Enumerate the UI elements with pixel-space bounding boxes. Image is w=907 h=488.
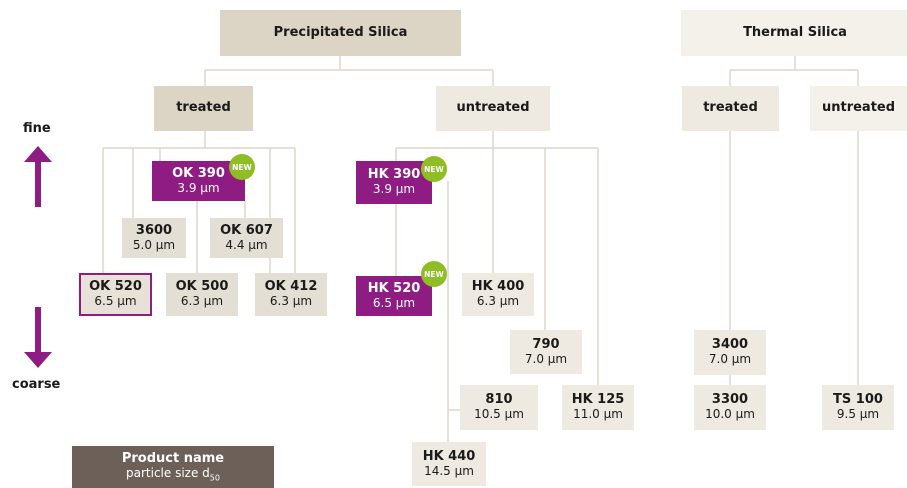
precipitated-untreated-header: untreated	[436, 86, 550, 131]
product-size: 4.4 µm	[225, 237, 268, 252]
product-name: HK 400	[471, 279, 525, 295]
product-name: OK 520	[89, 279, 142, 295]
product-name: OK 390	[172, 165, 225, 181]
fine-label: fine	[23, 121, 51, 136]
legend-product-name: Product name	[121, 450, 225, 466]
legend-particle-size: particle size d50	[126, 465, 220, 483]
product-3300: 3300 10.0 µm	[694, 385, 766, 430]
product-790: 790 7.0 µm	[510, 330, 582, 374]
product-hk400: HK 400 6.3 µm	[462, 273, 534, 316]
product-name: 3400	[711, 337, 749, 353]
product-ok500: OK 500 6.3 µm	[166, 273, 238, 316]
thermal-treated-header: treated	[682, 86, 779, 131]
new-badge: NEW	[421, 156, 447, 182]
product-size: 6.3 µm	[476, 294, 520, 309]
product-name: OK 607	[220, 222, 273, 238]
product-name: TS 100	[833, 392, 883, 408]
product-name: HK 125	[571, 392, 625, 408]
product-size: 14.5 µm	[424, 463, 474, 478]
product-name: HK 520	[367, 280, 421, 296]
product-810: 810 10.5 µm	[460, 385, 538, 430]
direction-arrows	[24, 146, 52, 368]
product-ts100: TS 100 9.5 µm	[822, 385, 894, 430]
product-ok520: OK 520 6.5 µm	[79, 273, 152, 316]
product-size: 6.3 µm	[269, 294, 313, 309]
product-name: HK 440	[422, 448, 476, 464]
product-3600: 3600 5.0 µm	[122, 218, 186, 258]
product-name: 810	[485, 392, 513, 408]
product-size: 7.0 µm	[524, 351, 568, 366]
product-size: 10.5 µm	[474, 407, 524, 422]
product-size: 10.0 µm	[705, 407, 755, 422]
legend-box: Product name particle size d50	[72, 446, 274, 488]
product-hk440: HK 440 14.5 µm	[412, 442, 486, 486]
thermal-untreated-header: untreated	[810, 86, 907, 131]
product-hk520: HK 520 6.5 µm	[356, 276, 432, 316]
product-size: 6.5 µm	[372, 295, 416, 310]
coarse-label: coarse	[12, 377, 61, 392]
product-size: 5.0 µm	[132, 237, 176, 252]
precipitated-silica-header: Precipitated Silica	[220, 10, 461, 56]
product-ok607: OK 607 4.4 µm	[210, 218, 283, 258]
product-size: 3.9 µm	[372, 182, 416, 197]
product-3400: 3400 7.0 µm	[694, 330, 766, 375]
product-size: 3.9 µm	[177, 180, 220, 195]
thermal-silica-header: Thermal Silica	[681, 10, 907, 56]
product-size: 6.3 µm	[180, 294, 224, 309]
product-hk390: HK 390 3.9 µm	[356, 161, 432, 204]
product-name: OK 412	[264, 279, 318, 295]
product-ok412: OK 412 6.3 µm	[255, 273, 327, 316]
product-name: HK 390	[367, 167, 421, 183]
product-size: 11.0 µm	[573, 407, 623, 422]
new-badge: NEW	[229, 154, 255, 180]
product-size: 7.0 µm	[708, 352, 752, 367]
product-size: 6.5 µm	[94, 294, 137, 309]
product-hk125: HK 125 11.0 µm	[562, 385, 634, 430]
product-size: 9.5 µm	[836, 407, 880, 422]
product-name: 790	[532, 336, 560, 352]
product-name: 3600	[135, 222, 173, 238]
new-badge: NEW	[421, 261, 447, 287]
product-name: 3300	[711, 392, 749, 408]
product-ok390: OK 390 3.9 µm	[152, 161, 245, 201]
precipitated-treated-header: treated	[154, 86, 253, 131]
product-name: OK 500	[175, 279, 229, 295]
